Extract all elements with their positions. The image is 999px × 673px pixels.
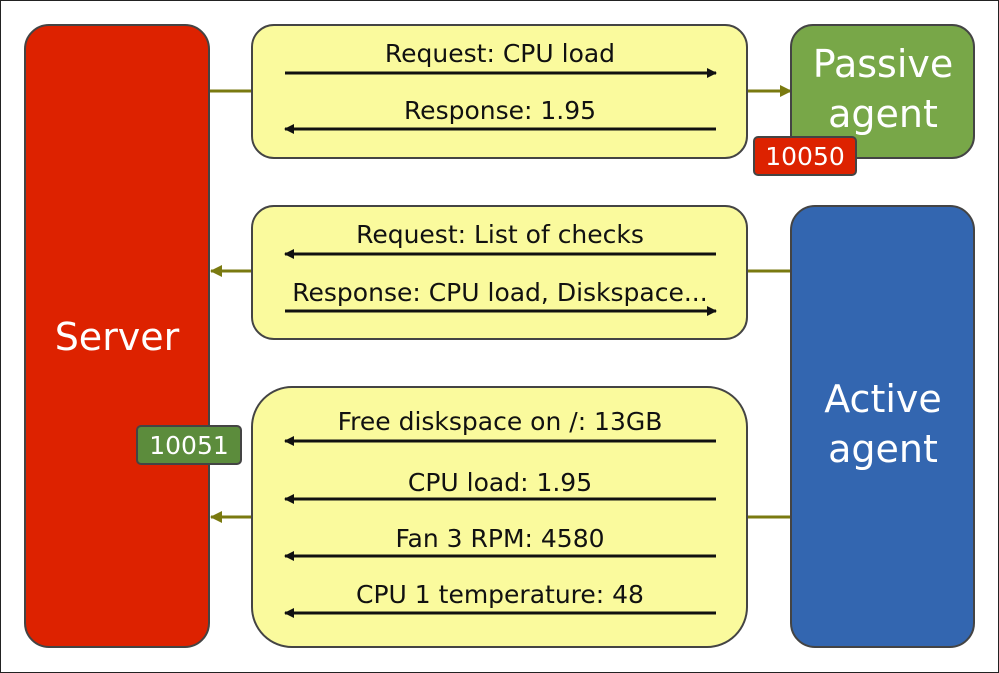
message-text: Response: 1.95 [404,96,596,125]
active-data-panel: Free diskspace on /: 13GB CPU load: 1.95… [251,386,748,648]
message-text: Free diskspace on /: 13GB [338,407,663,436]
server-box [24,24,210,648]
server-port-badge: 10051 [136,425,242,465]
active-checks-panel-box [251,205,748,340]
passive-agent-label-line1: Passive [813,42,954,86]
active-agent-label-line1: Active [824,377,942,421]
passive-agent-node: Passive agent [790,24,975,159]
passive-agent-label-line2: agent [828,92,938,136]
passive-agent-box [790,24,975,159]
passive-port-label: 10050 [765,142,845,171]
passive-port-badge: 10050 [753,136,857,176]
message-text: Response: CPU load, Diskspace... [292,278,707,307]
passive-port-badge-box [753,136,857,176]
server-label: Server [55,315,180,359]
server-port-badge-box [136,425,242,465]
server-node: Server [24,24,210,648]
connectors [209,85,792,523]
message-text: Request: CPU load [385,39,615,68]
message-text: CPU 1 temperature: 48 [356,580,644,609]
active-data-panel-box [251,386,748,648]
message-text: CPU load: 1.95 [408,468,592,497]
message-text: Request: List of checks [356,220,644,249]
active-agent-box [790,205,975,648]
message-text: Fan 3 RPM: 4580 [395,524,604,553]
server-port-label: 10051 [149,431,229,460]
active-checks-panel: Request: List of checks Response: CPU lo… [251,205,748,340]
active-agent-label-line2: agent [828,427,938,471]
passive-exchange-panel: Request: CPU load Response: 1.95 [251,24,748,159]
active-agent-node: Active agent [790,205,975,648]
passive-exchange-panel-box [251,24,748,159]
